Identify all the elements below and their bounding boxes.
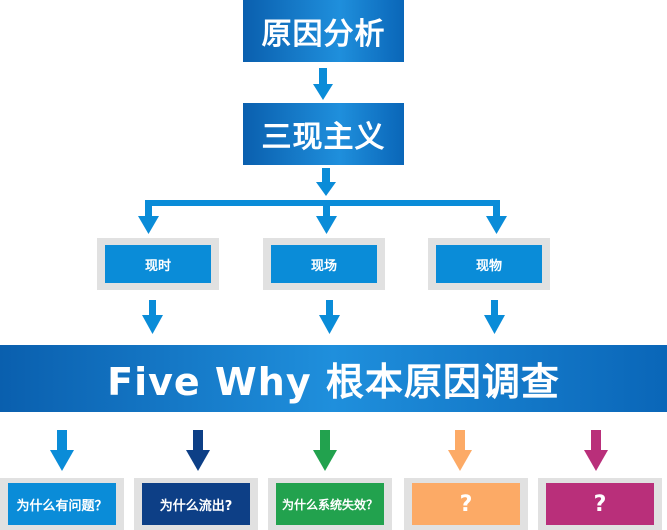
why-box: 为什么系统失效？ <box>268 478 392 530</box>
branch-label: 现物 <box>436 245 542 283</box>
branch-box: 现时 <box>97 238 219 290</box>
why-box: 为什么流出? <box>134 478 258 530</box>
branch-box: 现场 <box>263 238 385 290</box>
arrow-down-icon <box>316 168 336 196</box>
why-box: ? <box>538 478 662 530</box>
branch-label: 现时 <box>105 245 211 283</box>
why-box: ? <box>404 478 528 530</box>
why-label: ? <box>412 483 520 525</box>
three-actuals-box: 三现主义 <box>243 103 404 165</box>
arrow-down-icon <box>484 300 505 334</box>
why-label: 为什么流出? <box>142 483 250 525</box>
arrow-down-icon <box>319 300 340 334</box>
arrow-down-icon <box>313 68 333 100</box>
arrow-down-icon <box>138 200 159 234</box>
arrow-down-icon <box>313 430 337 471</box>
arrow-down-icon <box>50 430 74 471</box>
root-cause-analysis-box: 原因分析 <box>243 0 404 62</box>
why-label: ? <box>546 483 654 525</box>
arrow-down-icon <box>448 430 472 471</box>
why-box: 为什么有问题？ <box>0 478 124 530</box>
five-why-banner: Five Why 根本原因调查 <box>0 345 667 412</box>
branch-box: 现物 <box>428 238 550 290</box>
arrow-down-icon <box>486 200 507 234</box>
arrow-down-icon <box>584 430 608 471</box>
arrow-down-icon <box>186 430 210 471</box>
why-label: 为什么有问题？ <box>8 483 116 525</box>
branch-label: 现场 <box>271 245 377 283</box>
arrow-down-icon <box>316 200 337 234</box>
arrow-down-icon <box>142 300 163 334</box>
why-label: 为什么系统失效？ <box>276 483 384 525</box>
